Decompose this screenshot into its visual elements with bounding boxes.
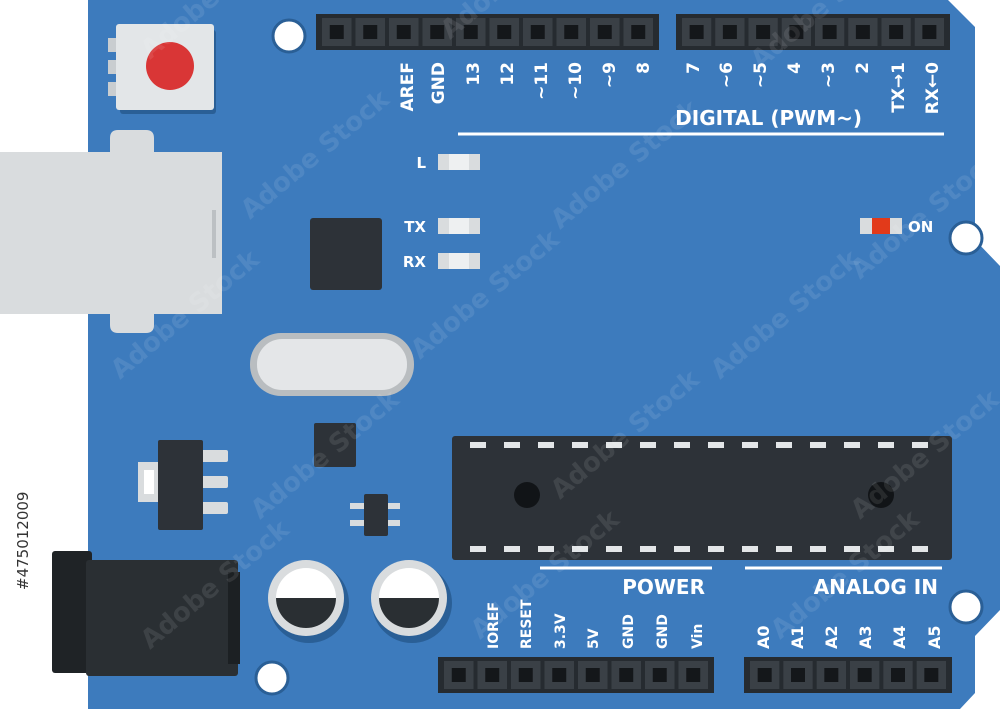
pin-label: ~11 (532, 62, 552, 100)
chip-pin (878, 442, 894, 448)
chip-pin (912, 442, 928, 448)
led-tx-label: TX (404, 218, 426, 236)
usb-interface-chip (310, 218, 382, 290)
pin-label: ~3 (819, 62, 839, 88)
pin-label: A5 (925, 625, 944, 649)
chip-pin (674, 546, 690, 552)
mounting-hole (254, 660, 290, 696)
small-chip (314, 423, 356, 467)
pin-label: 2 (853, 62, 873, 74)
led-tx (438, 218, 480, 234)
mounting-hole (948, 220, 984, 256)
pin-label: 4 (785, 62, 805, 74)
pin-label: A0 (754, 625, 773, 649)
pin-label: ~5 (751, 62, 771, 88)
chip-pin (776, 442, 792, 448)
chip-pin (572, 546, 588, 552)
capacitor (268, 560, 349, 643)
chip-pin (470, 442, 486, 448)
chip-pin (810, 442, 826, 448)
pin-label: GND (621, 614, 637, 649)
chip-pin (606, 546, 622, 552)
chip-pin (572, 442, 588, 448)
pin-label: A2 (822, 625, 841, 649)
chip-pin (776, 546, 792, 552)
chip-pin (878, 546, 894, 552)
led-l-label: L (416, 154, 426, 172)
pin-label: ~6 (717, 62, 737, 88)
pin-label: 7 (684, 62, 704, 74)
chip-pin (810, 546, 826, 552)
chip-pin (640, 546, 656, 552)
led-on (860, 218, 902, 234)
power-header (438, 657, 714, 693)
sot-chip (350, 494, 400, 536)
pin-label: 8 (634, 62, 654, 74)
mounting-hole (271, 18, 307, 54)
led-l (438, 154, 480, 170)
mounting-hole (948, 589, 984, 625)
digital-header-right (676, 14, 950, 50)
pin-label: A1 (788, 625, 807, 649)
pin-label: A4 (890, 625, 909, 649)
pin-label: 3.3V (553, 613, 569, 649)
crystal-oscillator (250, 333, 414, 396)
chip-pin (708, 546, 724, 552)
pin-label: GND (655, 614, 671, 649)
stock-number: #475012009 (14, 492, 32, 590)
chip-pin (844, 546, 860, 552)
pin-label: RX←0 (923, 62, 943, 114)
pin-label: A3 (856, 625, 875, 649)
led-on-label: ON (908, 218, 933, 236)
pin-label: ~9 (600, 62, 620, 88)
chip-pin (538, 546, 554, 552)
voltage-regulator (138, 440, 228, 530)
pin-label: Vin (690, 624, 706, 649)
usb-connector (0, 130, 222, 333)
pin-label: TX→1 (889, 62, 909, 113)
chip-pin (504, 546, 520, 552)
pin-label: 5V (586, 628, 602, 649)
power-jack (52, 551, 240, 676)
pin-label: GND (429, 62, 449, 104)
chip-pin (742, 546, 758, 552)
pin-label: 13 (464, 62, 484, 86)
pin-label: IOREF (486, 602, 502, 649)
pin-label: ~10 (566, 62, 586, 100)
chip-pin (742, 442, 758, 448)
chip-pin (912, 546, 928, 552)
reset-button[interactable] (108, 24, 216, 114)
chip-pin (640, 442, 656, 448)
analog-section-label: ANALOG IN (814, 575, 938, 599)
pin-label: 12 (498, 62, 518, 86)
chip-pin (708, 442, 724, 448)
digital-section-label: DIGITAL (PWM~) (675, 106, 862, 130)
pin-label: RESET (519, 599, 535, 649)
digital-header-left (316, 14, 659, 50)
led-rx (438, 253, 480, 269)
chip-pin (606, 442, 622, 448)
capacitor (371, 560, 452, 643)
microcontroller-chip (452, 436, 952, 560)
chip-pin (844, 442, 860, 448)
pin-label: AREF (398, 62, 418, 111)
chip-pin (470, 546, 486, 552)
chip-pin (504, 442, 520, 448)
analog-header (744, 657, 952, 693)
power-section-label: POWER (622, 575, 705, 599)
led-rx-label: RX (403, 253, 427, 271)
chip-pin (538, 442, 554, 448)
chip-pin (674, 442, 690, 448)
